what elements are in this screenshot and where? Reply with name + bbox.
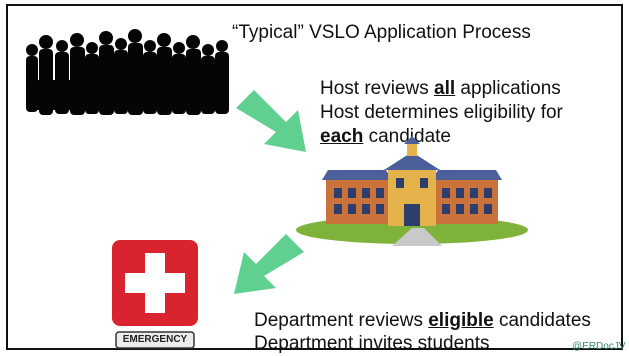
arrow-down-right-icon bbox=[236, 90, 306, 152]
crowd-silhouette-icon bbox=[26, 29, 229, 115]
dept-line-1: Department reviews eligible candidates bbox=[254, 310, 591, 332]
arrow-down-left-icon bbox=[234, 234, 304, 294]
host-line-1-pre: Host reviews bbox=[320, 78, 435, 99]
dept-line-1-post: candidates bbox=[493, 310, 591, 331]
host-line-1: Host reviews all applications bbox=[320, 78, 561, 100]
credit-handle: @ERDocJV bbox=[572, 341, 626, 352]
slide-title: “Typical” VSLO Application Process bbox=[232, 22, 531, 43]
dept-line-1-pre: Department reviews bbox=[254, 310, 429, 331]
host-line-3-emphasis: each bbox=[320, 126, 364, 147]
emergency-cross-icon bbox=[112, 240, 198, 349]
dept-line-2: Department invites students bbox=[254, 333, 490, 354]
host-line-1-emphasis: all bbox=[434, 78, 456, 99]
school-building-icon bbox=[296, 136, 528, 246]
host-line-3: each candidate bbox=[320, 126, 451, 148]
host-line-2: Host determines eligibility for bbox=[320, 102, 563, 123]
dept-line-1-emphasis: eligible bbox=[428, 310, 494, 331]
host-line-3-post: candidate bbox=[363, 126, 451, 147]
host-line-1-post: applications bbox=[455, 78, 561, 99]
emergency-label: EMERGENCY bbox=[122, 334, 188, 345]
